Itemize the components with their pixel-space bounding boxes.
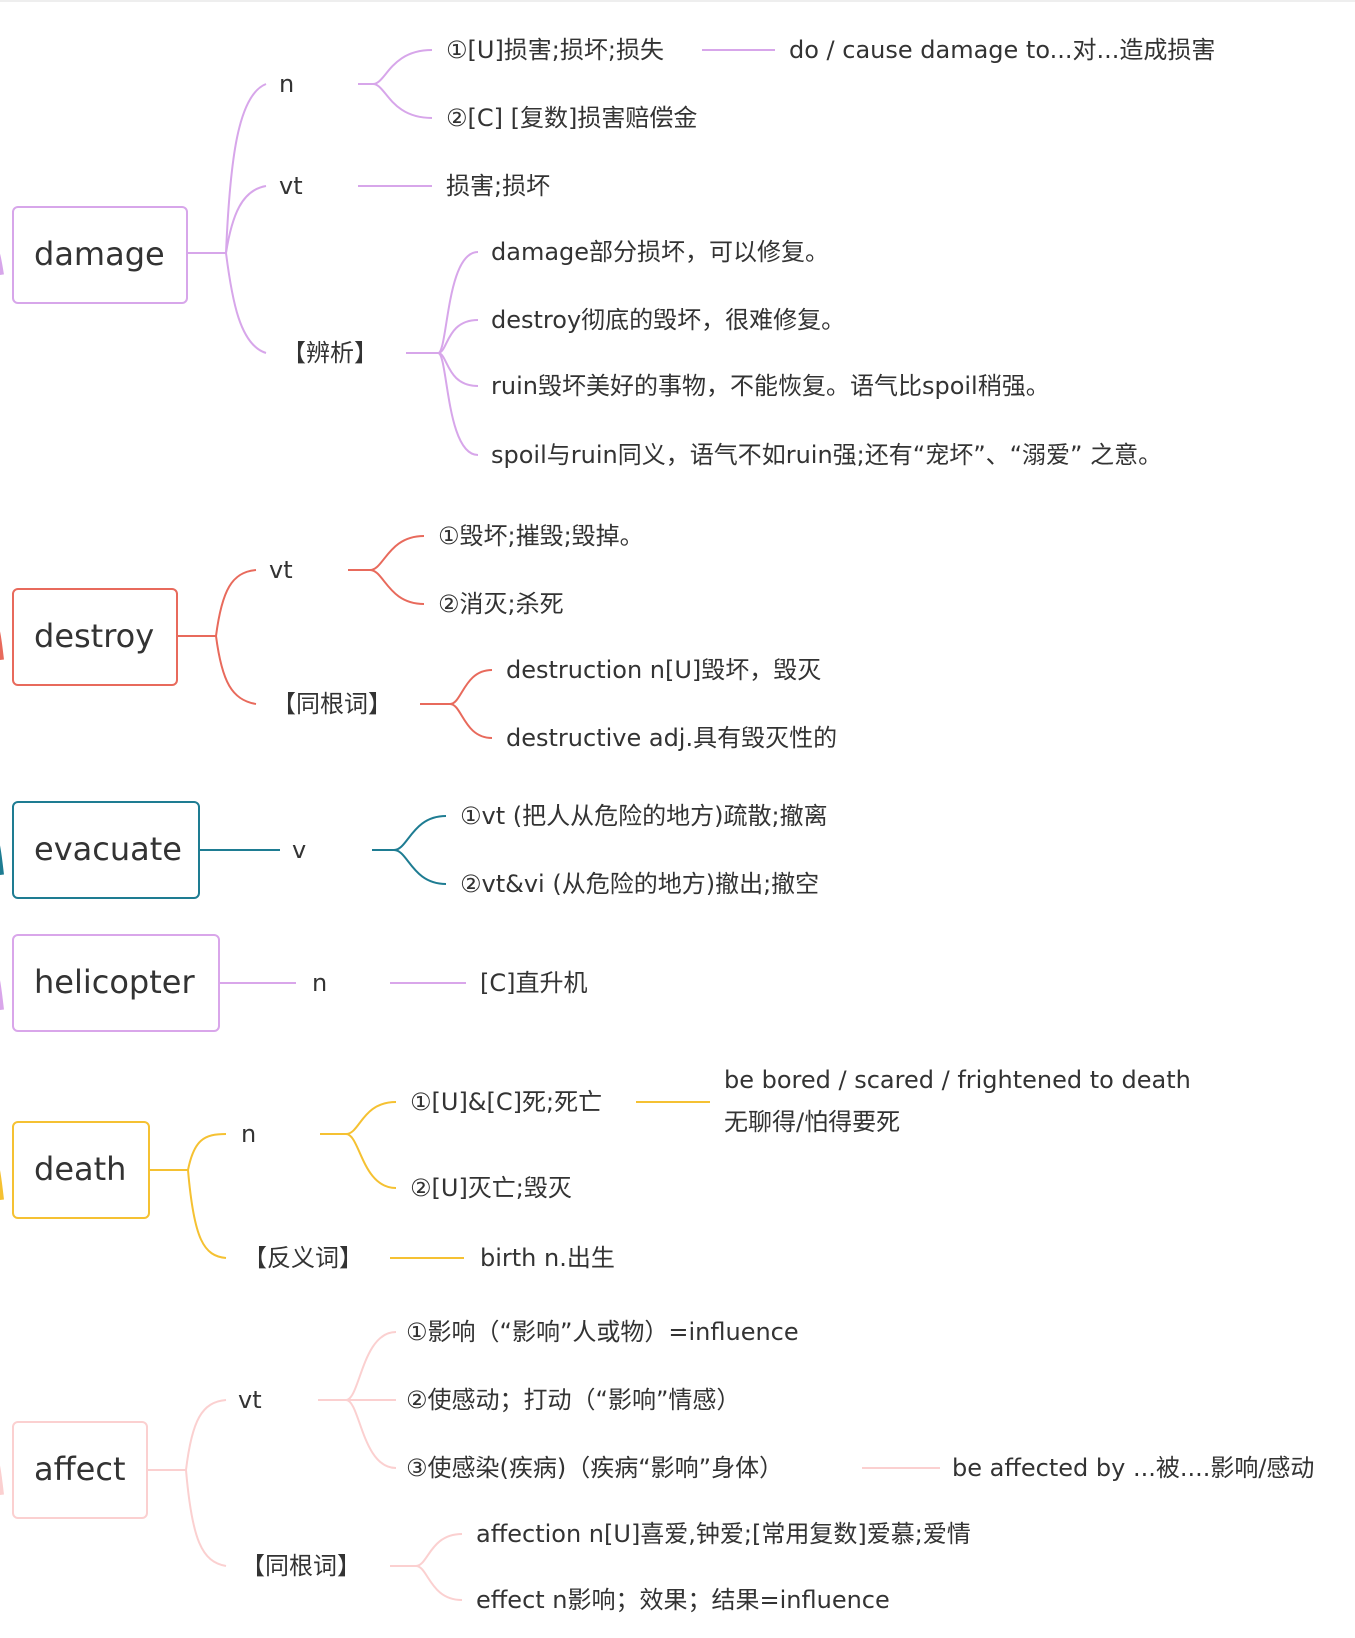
word-node-affect[interactable]: affect xyxy=(12,1421,148,1519)
damage-n-example[interactable]: do / cause damage to...对...造成损害 xyxy=(789,36,1216,64)
death-antonym-item[interactable]: birth n.出生 xyxy=(480,1244,615,1272)
word-node-helicopter[interactable]: helicopter xyxy=(12,934,220,1032)
destroy-cognate-item[interactable]: destruction n[U]毁坏，毁灭 xyxy=(506,656,822,684)
affect-vt-sense-2[interactable]: ②使感动；打动（“影响”情感） xyxy=(406,1386,741,1414)
destroy-cognate-item[interactable]: destructive adj.具有毁灭性的 xyxy=(506,724,838,752)
affect-vt-sense-1[interactable]: ①影响（“影响”人或物）=influence xyxy=(406,1318,799,1346)
word-node-destroy[interactable]: destroy xyxy=(12,588,178,686)
affect-branches xyxy=(0,1331,940,1601)
destroy-vt-sense-1[interactable]: ①毁坏;摧毁;毁掉。 xyxy=(438,522,644,550)
destroy-pos-vt[interactable]: vt xyxy=(269,556,293,584)
evacuate-pos-v[interactable]: v xyxy=(292,836,307,864)
damage-branches xyxy=(0,49,775,456)
destroy-branches xyxy=(0,535,493,739)
death-n-sense-1[interactable]: ①[U]&[C]死;死亡 xyxy=(410,1088,603,1116)
damage-vt-sense-1[interactable]: 损害;损坏 xyxy=(446,172,551,200)
damage-pos-vt[interactable]: vt xyxy=(279,172,303,200)
helicopter-pos-n[interactable]: n xyxy=(312,969,328,997)
affect-pos-vt[interactable]: vt xyxy=(238,1386,262,1414)
death-antonym-label[interactable]: 【反义词】 xyxy=(243,1244,363,1272)
death-n-example-en[interactable]: be bored / scared / frightened to death xyxy=(724,1066,1191,1094)
top-divider xyxy=(0,0,1355,2)
damage-analysis-label[interactable]: 【辨析】 xyxy=(282,339,378,367)
damage-analysis-item[interactable]: destroy彻底的毁坏，很难修复。 xyxy=(491,306,846,334)
damage-n-sense-2[interactable]: ②[C] [复数]损害赔偿金 xyxy=(446,104,698,132)
death-pos-n[interactable]: n xyxy=(241,1120,257,1148)
word-node-evacuate[interactable]: evacuate xyxy=(12,801,200,899)
damage-analysis-item[interactable]: ruin毁坏美好的事物，不能恢复。语气比spoil稍强。 xyxy=(491,372,1050,400)
destroy-vt-sense-2[interactable]: ②消灭;杀死 xyxy=(438,590,564,618)
evacuate-v-sense-2[interactable]: ②vt&vi (从危险的地方)撤出;撤空 xyxy=(460,870,820,898)
affect-cognate-item[interactable]: affection n[U]喜爱,钟爱;[常用复数]爱慕;爱情 xyxy=(476,1520,971,1548)
damage-pos-n[interactable]: n xyxy=(279,70,295,98)
destroy-cognate-label[interactable]: 【同根词】 xyxy=(272,690,392,718)
damage-n-sense-1[interactable]: ①[U]损害;损坏;损失 xyxy=(446,36,664,64)
word-node-damage[interactable]: damage xyxy=(12,206,188,304)
damage-analysis-item[interactable]: spoil与ruin同义，语气不如ruin强;还有“宠坏”、“溺爱” 之意。 xyxy=(491,441,1163,469)
damage-analysis-item[interactable]: damage部分损坏，可以修复。 xyxy=(491,238,830,266)
helicopter-branches xyxy=(0,980,466,1010)
affect-cognate-label[interactable]: 【同根词】 xyxy=(241,1552,361,1580)
death-branches xyxy=(0,1101,710,1259)
death-n-sense-2[interactable]: ②[U]灭亡;毁灭 xyxy=(410,1174,572,1202)
helicopter-n-sense-1[interactable]: [C]直升机 xyxy=(480,969,588,997)
affect-cognate-item[interactable]: effect n影响；效果；结果=influence xyxy=(476,1586,890,1614)
evacuate-v-sense-1[interactable]: ①vt (把人从危险的地方)疏散;撤离 xyxy=(460,802,828,830)
death-n-example-zh[interactable]: 无聊得/怕得要死 xyxy=(724,1108,901,1136)
affect-vt-example[interactable]: be affected by ...被....影响/感动 xyxy=(952,1454,1315,1482)
evacuate-branches xyxy=(0,815,447,885)
word-node-death[interactable]: death xyxy=(12,1121,150,1219)
affect-vt-sense-3[interactable]: ③使感染(疾病)（疾病“影响”身体） xyxy=(406,1454,784,1482)
